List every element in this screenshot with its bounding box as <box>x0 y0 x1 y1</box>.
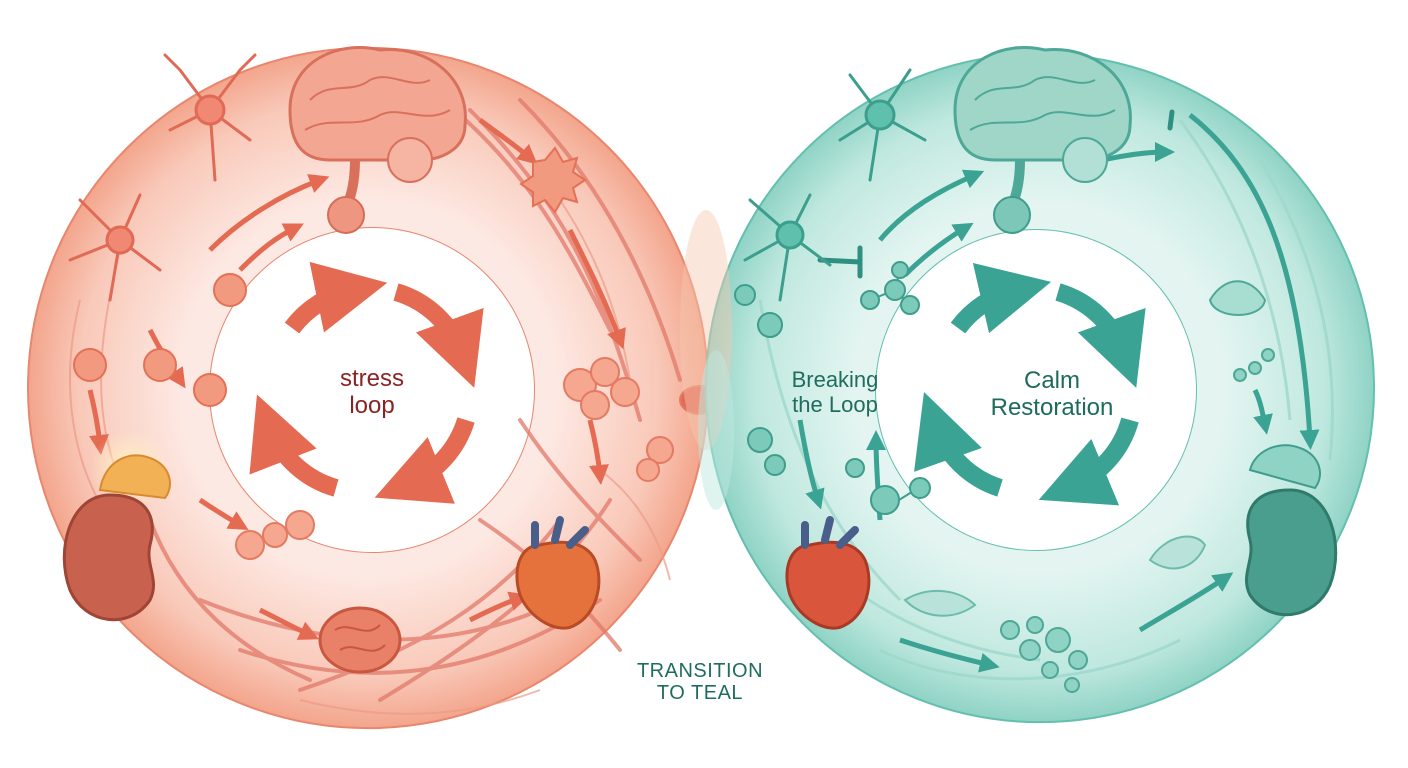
flow-arrow <box>878 169 985 242</box>
stress-cycle-arrow <box>249 394 339 497</box>
flow-arrow <box>899 637 1000 673</box>
calm-cycle-arrow <box>914 392 1003 497</box>
kidney-icon <box>62 493 155 622</box>
flow-arrow <box>587 419 609 485</box>
molecule-icon <box>235 510 315 560</box>
calm-label-line: Restoration <box>990 393 1114 421</box>
calm-cycle-arrow <box>1055 283 1146 388</box>
heart-icon <box>785 516 871 630</box>
adrenal-gland-icon <box>1208 280 1321 490</box>
kidney-icon <box>1245 488 1338 617</box>
neuron-icon <box>68 193 162 302</box>
flow-arrow <box>478 117 538 165</box>
calm-loop-panel <box>704 46 1376 723</box>
stress-loop-label: stress loop <box>272 365 472 420</box>
transition-label-line: TO TEAL <box>656 682 744 705</box>
flow-arrow <box>208 174 330 252</box>
flow-arrow <box>903 222 974 277</box>
organ-icon <box>318 606 402 674</box>
transition-zone <box>680 210 734 510</box>
pituitary-icon <box>993 196 1031 234</box>
flow-arrow <box>238 223 304 272</box>
flow-arrow <box>1252 388 1273 435</box>
brain-icon <box>953 46 1132 234</box>
leaf-icon <box>903 535 1207 617</box>
stress-center-arrows <box>249 261 484 504</box>
calm-label-line: Calm <box>1023 367 1080 394</box>
flow-arrow <box>797 419 825 510</box>
stress-cycle-arrow <box>284 261 388 334</box>
molecule-icon <box>734 284 931 515</box>
cell-icon <box>73 273 247 407</box>
neuron-icon <box>743 193 832 302</box>
molecule-icon <box>1000 348 1275 693</box>
calm-cycle-arrow <box>950 262 1052 334</box>
calm-flow-arrows <box>797 113 1320 673</box>
flow-arrow <box>87 389 109 455</box>
calm-cycle-arrow <box>1038 417 1139 506</box>
transition-label-line: TRANSITION <box>636 660 764 682</box>
calm-center-arrows <box>914 262 1146 506</box>
heart-icon <box>515 516 601 630</box>
flow-arrow <box>1188 113 1320 450</box>
flow-arrow <box>258 607 320 640</box>
brain-icon <box>288 46 467 234</box>
flow-arrow <box>567 228 626 350</box>
stress-label-line: stress <box>339 365 404 392</box>
breaking-label-line: the Loop <box>792 391 878 417</box>
adrenal-gland-icon <box>90 430 171 510</box>
breaking-label-line: Breaking <box>791 367 879 392</box>
inhibit-marker-icon <box>817 109 1175 279</box>
neuron-icon <box>838 68 927 182</box>
stress-loop-panel <box>26 46 721 729</box>
flow-arrow <box>1138 572 1234 633</box>
transition-label: TRANSITION TO TEAL <box>585 660 815 705</box>
cell-icon <box>519 146 587 214</box>
molecule-icon <box>860 261 920 315</box>
stress-cycle-arrow <box>393 283 484 388</box>
stress-cycle-arrow <box>374 417 475 504</box>
stress-label-line: loop <box>349 391 395 419</box>
neuron-icon <box>163 53 257 182</box>
pituitary-icon <box>327 196 365 234</box>
calm-restoration-label: Calm Restoration <box>952 367 1152 422</box>
flow-arrow <box>468 591 530 623</box>
flow-arrow <box>198 497 249 531</box>
breaking-loop-label: Breaking the Loop <box>760 367 910 417</box>
